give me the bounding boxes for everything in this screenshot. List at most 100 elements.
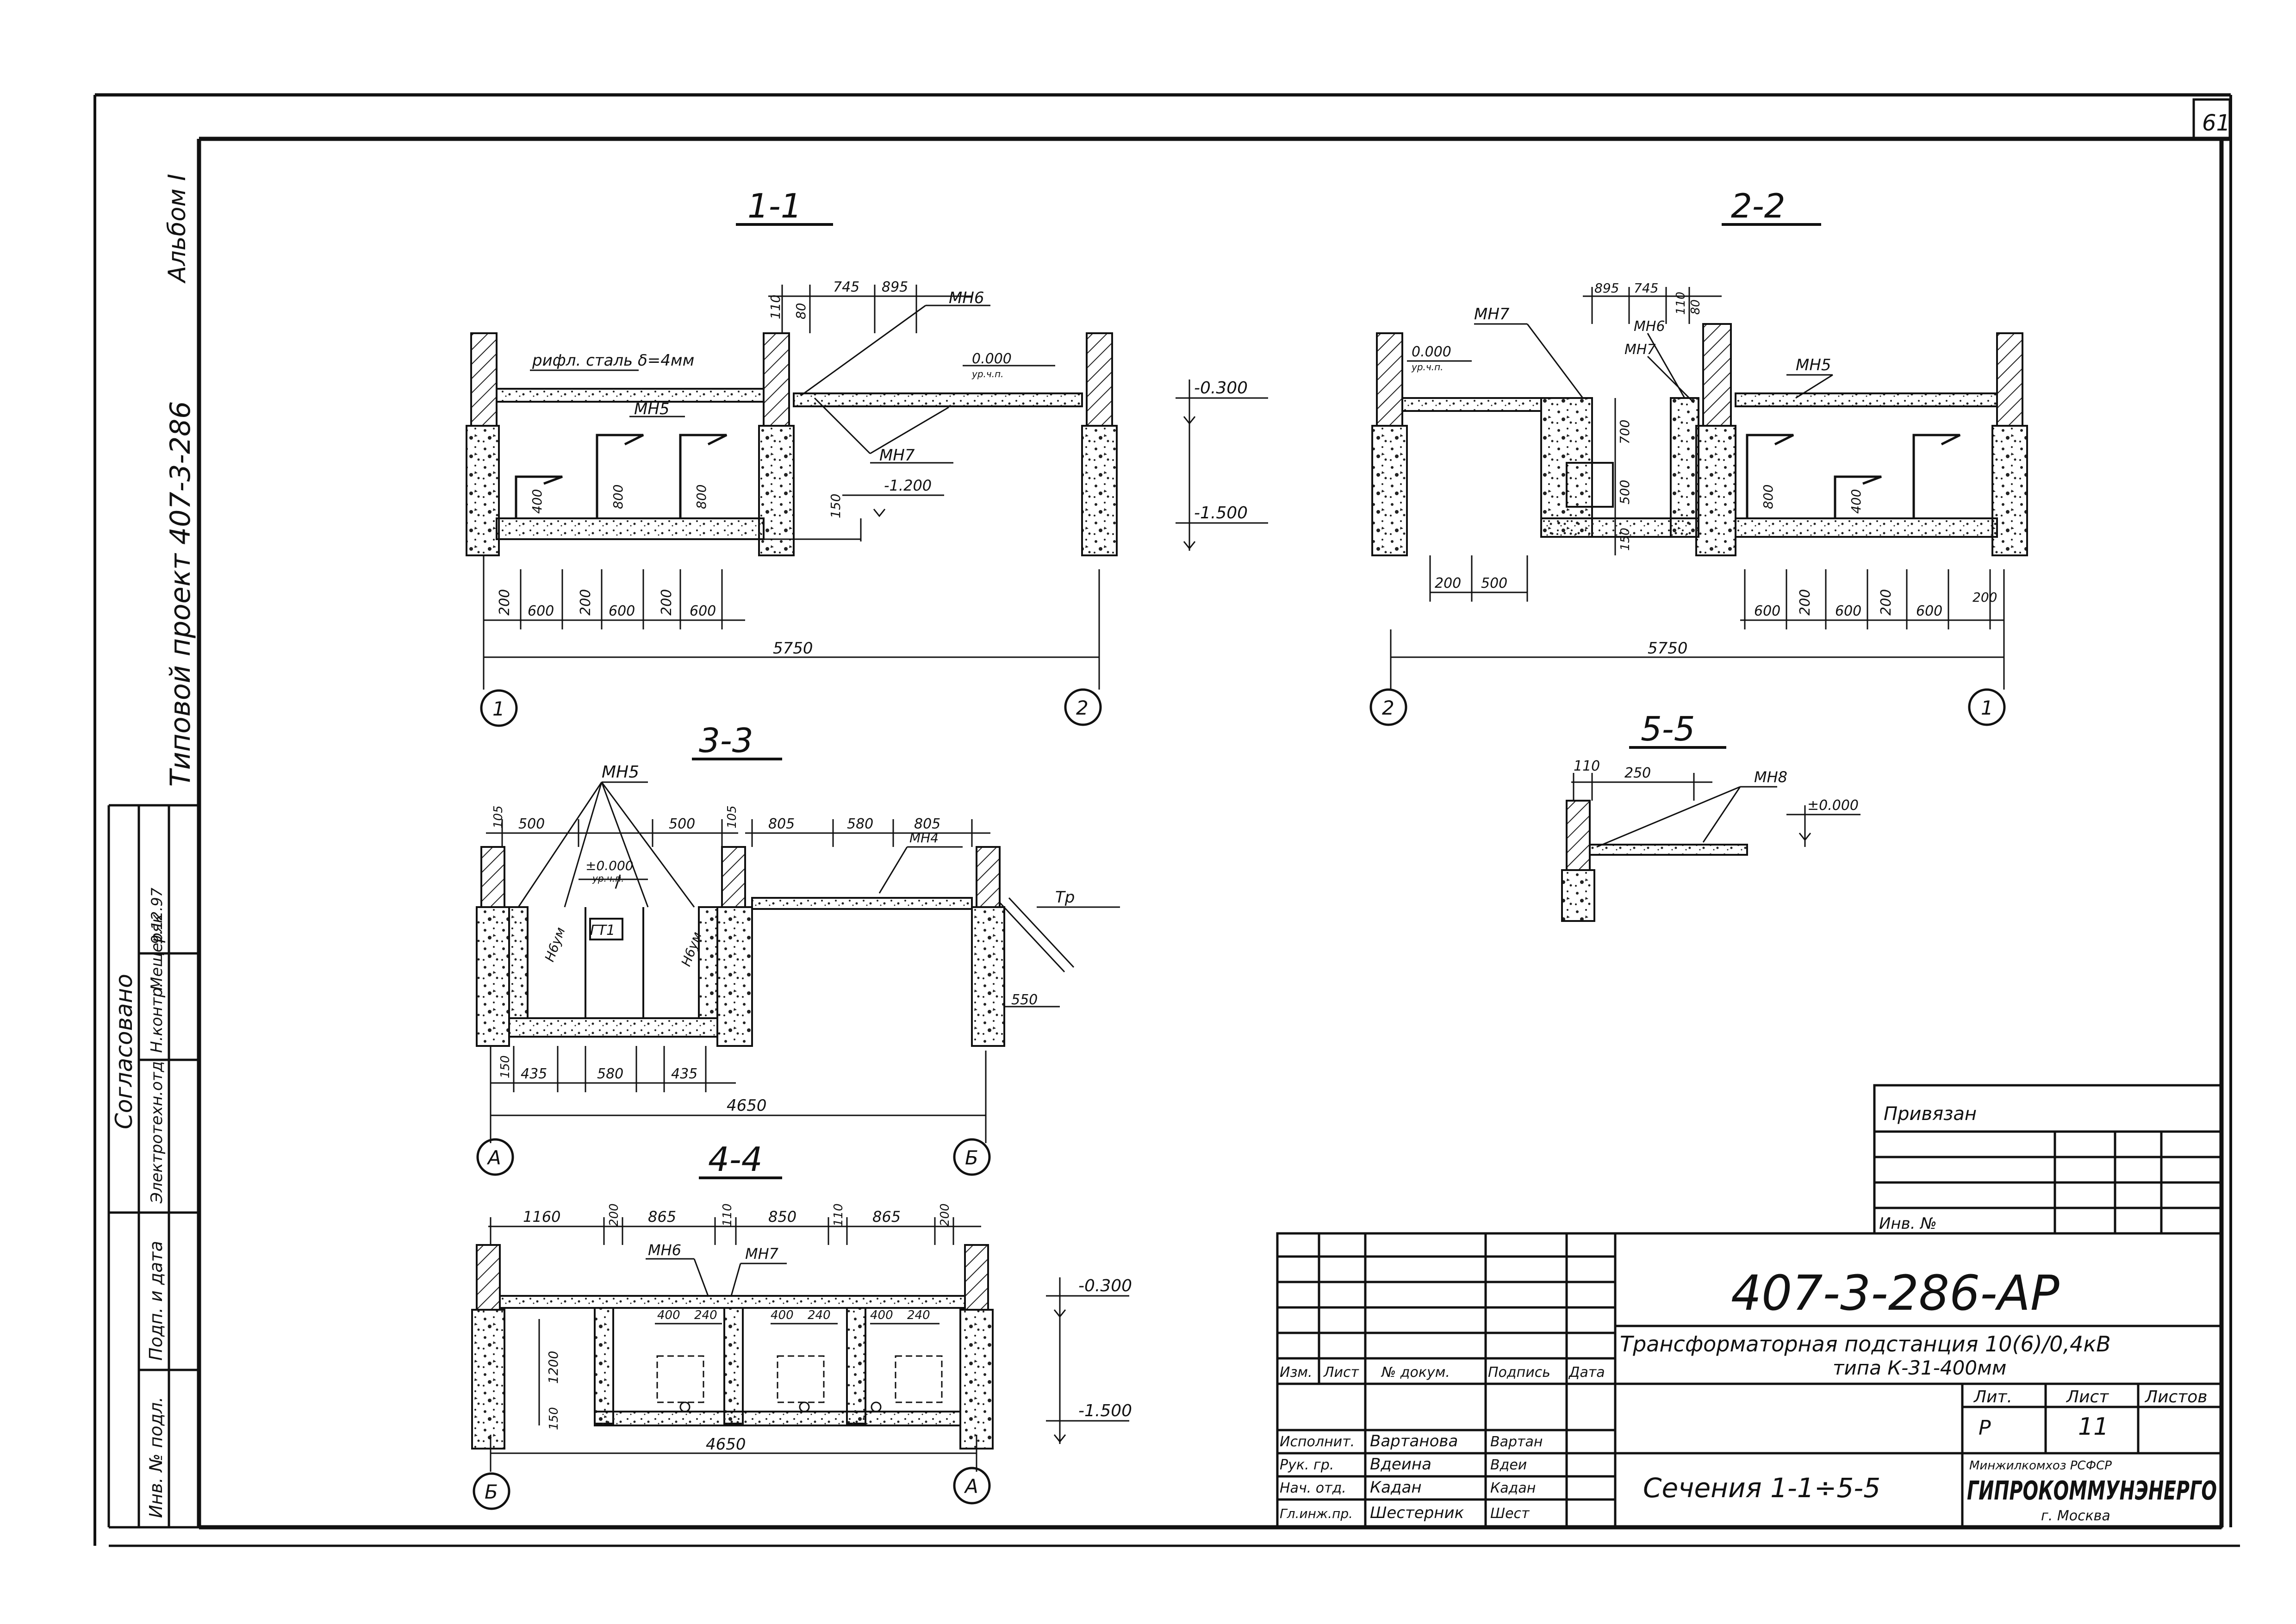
section-2-2: 2-2 xyxy=(1369,187,2028,726)
s11-d80: 80 xyxy=(793,303,809,319)
s22-d200: 200 xyxy=(1435,575,1461,591)
s33-ng-label: Н6ум xyxy=(542,925,568,964)
s11-dim-4: 600 xyxy=(609,603,635,619)
s22-h400: 400 xyxy=(1848,489,1864,514)
list-label: Лист xyxy=(2066,1388,2109,1406)
s33-gt-label: ГТ1 xyxy=(590,922,615,939)
s11-dim-3: 200 xyxy=(578,589,594,616)
listov-label: Листов xyxy=(2144,1388,2207,1406)
s22-h150: 150 xyxy=(1618,528,1632,551)
col-list: Лист xyxy=(1323,1364,1360,1381)
person-1-name: Вартанова xyxy=(1370,1432,1458,1450)
s44-mn7-label: МН7 xyxy=(745,1245,779,1263)
person-3-role: Нач. отд. xyxy=(1280,1480,1346,1496)
col-izm: Изм. xyxy=(1280,1364,1313,1381)
s11-axis-left: 1 xyxy=(492,697,505,720)
s33-d500a: 500 xyxy=(518,816,545,832)
s44-h1200: 1200 xyxy=(546,1351,561,1384)
person-3-name: Кадан xyxy=(1370,1478,1422,1497)
s22-dim-1: 600 xyxy=(1754,603,1780,619)
s11-mn7-label: МН7 xyxy=(879,446,915,465)
s33-elev0: ±0.000 xyxy=(585,858,634,873)
sheet-title: Сечения 1-1÷5-5 xyxy=(1643,1472,1880,1504)
s22-mn7b-label: МН7 xyxy=(1624,342,1656,358)
doc-code: 407-3-286-АР xyxy=(1731,1265,2060,1321)
privyazan-block: Привязан Инв. № xyxy=(1873,1084,2223,1235)
s33-bottom-2: 580 xyxy=(597,1066,623,1082)
s44-d200a: 200 xyxy=(607,1203,621,1226)
s11-total: 5750 xyxy=(773,639,813,658)
section-4-4-title: 4-4 xyxy=(708,1140,763,1179)
s33-bottom-1: 435 xyxy=(521,1066,547,1082)
person-2-role: Рук. гр. xyxy=(1280,1457,1334,1473)
s44-top-1: 1160 xyxy=(523,1208,560,1226)
s33-axis-left: А xyxy=(486,1146,501,1169)
s44-cell3-b: 240 xyxy=(907,1308,930,1322)
s11-axis-right: 2 xyxy=(1076,697,1089,719)
sign-date-label: Подп. и дата xyxy=(146,1241,166,1361)
s22-mn7a-label: МН7 xyxy=(1474,305,1510,324)
electrotech-label: Электротехн.отд xyxy=(148,1061,166,1204)
s33-mn4-label: МН4 xyxy=(909,830,939,846)
nkontr-date: 9.12.97 xyxy=(148,887,166,944)
s22-elev0: 0.000 xyxy=(1412,344,1451,360)
s11-mn5-label: МН5 xyxy=(634,400,670,418)
s11-elev0: 0.000 xyxy=(972,351,1012,367)
s33-d105a: 105 xyxy=(492,805,505,828)
section-3-3-title: 3-3 xyxy=(699,721,753,760)
s33-t-label: Тр xyxy=(1055,888,1075,907)
s44-top-2: 865 xyxy=(648,1208,676,1226)
s11-elev-1200: -1.200 xyxy=(884,477,932,494)
person-4-role: Гл.инж.пр. xyxy=(1280,1506,1353,1521)
person-1-sign: Вартан xyxy=(1490,1434,1543,1450)
s55-mn8-label: МН8 xyxy=(1754,768,1787,786)
section-1-1-title: 1-1 xyxy=(747,187,802,225)
nkontr-sign: Мещеряк xyxy=(148,914,166,990)
s22-d895: 895 xyxy=(1594,280,1619,296)
agreed-label: Согласовано xyxy=(111,974,137,1129)
s44-d110b: 110 xyxy=(832,1203,846,1226)
s44-top-4: 865 xyxy=(872,1208,901,1226)
s44-axis-right: А xyxy=(964,1475,978,1498)
s22-axis-left: 2 xyxy=(1382,697,1394,719)
s44-total: 4650 xyxy=(706,1435,746,1454)
s33-axis-right: Б xyxy=(965,1146,978,1169)
s33-d805b: 805 xyxy=(914,816,940,832)
s55-d250: 250 xyxy=(1624,765,1651,781)
person-2-sign: Вдеи xyxy=(1490,1457,1527,1473)
s44-cell3-a: 400 xyxy=(870,1308,893,1322)
s33-d500b: 500 xyxy=(669,816,695,832)
section-5-5: 5-5 110 250 МН8 ±0.000 xyxy=(1561,709,1860,922)
sheet-number: 61 xyxy=(2202,110,2230,136)
doc-name-line2: типа К-31-400мм xyxy=(1833,1356,2006,1379)
s44-cell1-a: 400 xyxy=(657,1308,680,1322)
s44-d110a: 110 xyxy=(721,1203,734,1226)
s44-cell2-b: 240 xyxy=(808,1308,831,1322)
s11-steel-label: рифл. сталь δ=4мм xyxy=(532,351,694,370)
sheet-frame xyxy=(93,93,2240,1547)
project-label: Типовой проект 407-3-286 xyxy=(164,401,197,787)
s22-dim-5: 600 xyxy=(1916,603,1942,619)
s44-cell1-b: 240 xyxy=(694,1308,717,1322)
s11-d895: 895 xyxy=(882,279,908,295)
s33-d550: 550 xyxy=(1011,992,1038,1008)
person-2-name: Вдеина xyxy=(1370,1455,1431,1474)
album-label: Альбом I xyxy=(163,174,191,284)
s22-d500: 500 xyxy=(1481,575,1507,591)
s22-dim-3: 600 xyxy=(1835,603,1861,619)
s44-cell2-a: 400 xyxy=(771,1308,794,1322)
s44-h150: 150 xyxy=(547,1407,561,1430)
col-sign: Подпись xyxy=(1488,1364,1550,1381)
s22-mn5-label: МН5 xyxy=(1796,356,1831,374)
s11-h800a: 800 xyxy=(610,485,626,509)
s22-dim-4: 200 xyxy=(1878,589,1894,616)
section-1-1: 1-1 xyxy=(466,187,1268,727)
s33-d105b: 105 xyxy=(725,805,739,828)
s11-h400: 400 xyxy=(529,489,545,514)
s44-elev-0300: -0.300 xyxy=(1078,1276,1132,1295)
org-name: ГИПРОКОММУНЭНЕРГО xyxy=(1967,1476,2217,1506)
s11-dim-6: 600 xyxy=(690,603,716,619)
inv-label: Инв. № подл. xyxy=(146,1397,166,1518)
list-value: 11 xyxy=(2078,1413,2109,1441)
